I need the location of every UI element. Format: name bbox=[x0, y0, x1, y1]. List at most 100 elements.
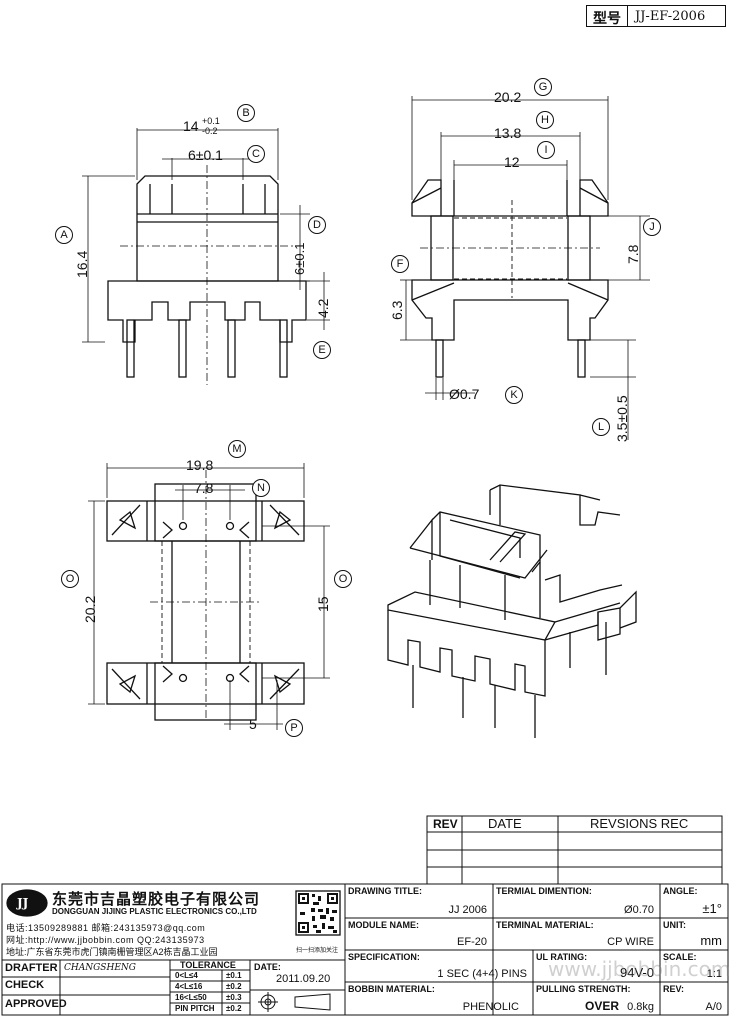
bobbin-value: PHENOLIC bbox=[462, 1001, 519, 1013]
rev-label: REV: bbox=[663, 984, 685, 994]
terminal-dim-label: TERMIAL DIMENTION: bbox=[496, 886, 592, 896]
tol-value-2: ±0.2 bbox=[226, 982, 242, 991]
marker-h: H bbox=[536, 111, 554, 129]
marker-q: O bbox=[61, 570, 79, 588]
pulling-label: PULLING STRENGTH: bbox=[536, 984, 631, 994]
marker-j: J bbox=[643, 218, 661, 236]
rev-value: A/0 bbox=[705, 1001, 722, 1013]
qr-code bbox=[295, 890, 341, 936]
dim-p-value: 5 bbox=[249, 716, 257, 732]
unit-cell: UNIT: mm bbox=[660, 918, 728, 950]
logo-oval bbox=[6, 889, 48, 917]
terminal-mat-value: CP WIRE bbox=[607, 936, 654, 948]
marker-e: E bbox=[313, 341, 331, 359]
marker-a: A bbox=[55, 226, 73, 244]
dim-i-value: 12 bbox=[504, 154, 520, 170]
title-block-lines bbox=[1, 883, 729, 1016]
bobbin-label: BOBBIN MATERIAL: bbox=[348, 984, 435, 994]
qr-caption: 扫一扫添加关注 bbox=[296, 948, 339, 954]
rev-header-rev: REV bbox=[433, 817, 458, 831]
marker-d: D bbox=[308, 216, 326, 234]
spec-label: SPECIFICATION: bbox=[348, 952, 420, 962]
tol-value-1: ±0.1 bbox=[226, 971, 242, 980]
pulling-value: 0.8kg bbox=[627, 1001, 654, 1013]
date-label: DATE: bbox=[254, 962, 281, 972]
marker-c: C bbox=[247, 145, 265, 163]
scale-label: SCALE: bbox=[663, 952, 697, 962]
model-label: 型号 bbox=[593, 10, 621, 26]
angle-label: ANGLE: bbox=[663, 886, 698, 896]
spec-cell: SPECIFICATION: 1 SEC (4+4) PINS bbox=[345, 950, 533, 982]
terminal-dim-cell: TERMIAL DIMENTION: Ø0.70 bbox=[493, 884, 660, 918]
dim-q-value: 20.2 bbox=[82, 595, 98, 623]
model-value: JJ-EF-2006 bbox=[635, 9, 706, 24]
module-cell: MODULE NAME: EF-20 bbox=[345, 918, 493, 950]
dim-j-value: 7.8 bbox=[625, 244, 641, 264]
drafter-label: DRAFTER bbox=[5, 962, 58, 974]
pulling-over: OVER bbox=[585, 999, 620, 1013]
bottom-view bbox=[88, 463, 330, 730]
dim-o-value: 15 bbox=[315, 596, 331, 612]
marker-b: B bbox=[237, 104, 255, 122]
dim-b-tol-up: +0.1 bbox=[202, 116, 220, 126]
rev-header-date: DATE bbox=[488, 816, 522, 831]
watermark: www.jjbobbin.com bbox=[548, 957, 730, 981]
drawing-title-value: JJ 2006 bbox=[448, 904, 487, 916]
marker-m: M bbox=[228, 440, 246, 458]
ul-cell: UL RATING: 94V-0 bbox=[533, 950, 660, 982]
terminal-dim-value: Ø0.70 bbox=[624, 904, 654, 916]
spec-value: 1 SEC (4+4) PINS bbox=[437, 968, 527, 980]
dim-b-value: 14 bbox=[183, 118, 199, 134]
tol-range-2: 4<L≤16 bbox=[175, 982, 203, 991]
terminal-mat-label: TERMINAL MATERIAL: bbox=[496, 920, 594, 930]
module-label: MODULE NAME: bbox=[348, 920, 419, 930]
tol-range-1: 0<L≤4 bbox=[175, 971, 198, 980]
marker-f: F bbox=[391, 255, 409, 273]
drafter-value: CHANGSHENG bbox=[64, 963, 136, 973]
front-view bbox=[82, 128, 330, 385]
tol-value-3: ±0.3 bbox=[226, 993, 242, 1002]
scale-cell: SCALE: 1:1 bbox=[660, 950, 728, 982]
ul-value: 94V-0 bbox=[620, 965, 654, 980]
side-view bbox=[400, 96, 650, 440]
dim-a-value: 16.4 bbox=[74, 250, 90, 278]
tolerance-label: TOLERANCE bbox=[180, 960, 236, 970]
rev-cell: REV: A/0 bbox=[660, 982, 728, 1015]
marker-g: G bbox=[534, 78, 552, 96]
marker-n: N bbox=[252, 479, 270, 497]
model-box: 型号 JJ-EF-2006 bbox=[586, 5, 726, 27]
dim-k-value: Ø0.7 bbox=[449, 386, 480, 402]
bobbin-cell: BOBBIN MATERIAL: PHENOLIC bbox=[345, 982, 533, 1015]
company-web: 网址:http://www.jjbobbin.com QQ:243135973 bbox=[6, 935, 205, 945]
dim-c-value: 6±0.1 bbox=[188, 147, 223, 163]
unit-label: UNIT: bbox=[663, 920, 686, 930]
scale-value: 1:1 bbox=[706, 968, 722, 980]
drawing-title-cell: DRAWING TITLE: JJ 2006 bbox=[345, 884, 493, 918]
company-name-cn: 东莞市吉晶塑胶电子有限公司 bbox=[52, 891, 261, 908]
angle-value: ±1° bbox=[702, 901, 722, 916]
dim-g-value: 20.2 bbox=[494, 89, 522, 105]
ul-label: UL RATING: bbox=[536, 952, 588, 962]
tol-range-4: PIN PITCH bbox=[175, 1004, 215, 1013]
marker-l: L bbox=[592, 418, 610, 436]
dim-e-value: 4.2 bbox=[315, 298, 331, 318]
isometric-view bbox=[387, 484, 637, 738]
dim-b-tol-dn: -0.2 bbox=[202, 126, 218, 136]
tol-range-3: 16<L≤50 bbox=[175, 993, 207, 1002]
marker-i: I bbox=[537, 141, 555, 159]
dim-f-value: 6.3 bbox=[389, 300, 405, 320]
dim-d-value: 6±0.1 bbox=[292, 242, 307, 275]
company-address: 地址:广东省东莞市虎门镇南栅管理区A2栋吉晶工业园 bbox=[6, 947, 218, 957]
terminal-mat-cell: TERMINAL MATERIAL: CP WIRE bbox=[493, 918, 660, 950]
marker-k: K bbox=[505, 386, 523, 404]
dim-h-value: 13.8 bbox=[494, 125, 522, 141]
marker-o: O bbox=[334, 570, 352, 588]
approved-label: APPROVED bbox=[5, 998, 67, 1010]
dim-l-value: 3.5±0.5 bbox=[614, 395, 630, 442]
dim-m-value: 19.8 bbox=[186, 457, 214, 473]
company-name-en: DONGGUAN JIJING PLASTIC ELECTRONICS CO.,… bbox=[52, 907, 257, 916]
dim-n-value: 7.8 bbox=[194, 480, 214, 496]
module-value: EF-20 bbox=[457, 936, 487, 948]
date-value: 2011.09.20 bbox=[276, 973, 331, 985]
